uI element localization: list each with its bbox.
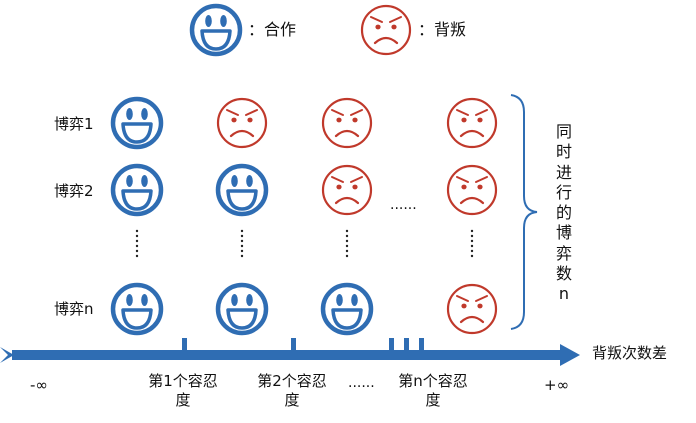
vertical-ellipsis-dot (345, 234, 349, 238)
axis-tick-2 (291, 338, 296, 352)
angry-face-icon (321, 97, 373, 149)
vertical-ellipsis-dot (345, 254, 349, 258)
angry-face-icon (446, 97, 498, 149)
brace-char: 时 (555, 142, 572, 162)
legend-cooperate-icon (192, 6, 240, 54)
face-grid (113, 97, 498, 335)
vertical-ellipsis-dot (135, 229, 139, 233)
vertical-ellipsis-dot (470, 254, 474, 258)
brace-char: 行 (555, 182, 572, 202)
vertical-ellipsis-dot (135, 239, 139, 243)
axis-tick-1 (182, 338, 187, 352)
brace-label: 同 时 进 行 的 博 弈 数 n (553, 122, 575, 305)
legend-defect-label: ：背叛 (418, 20, 467, 39)
vertical-ellipsis-dot (470, 239, 474, 243)
brace-char: n (558, 284, 570, 304)
vertical-ellipsis-dot (345, 229, 349, 233)
axis-tick-n-b (404, 338, 409, 352)
axis-label: 背叛次数差 (592, 344, 668, 362)
happy-face-icon (113, 166, 161, 214)
row-label-n: 博弈n (54, 300, 94, 318)
vertical-ellipsis-dot (345, 239, 349, 243)
angry-face-icon (216, 97, 268, 149)
vertical-ellipsis-dot (345, 244, 349, 248)
vertical-ellipsis-dot (240, 234, 244, 238)
vertical-ellipsis-dot (240, 239, 244, 243)
axis (0, 338, 580, 366)
vertical-ellipsis-dot (240, 254, 244, 258)
brace-char: 弈 (555, 243, 572, 263)
vertical-ellipsis-dot (470, 229, 474, 233)
vertical-ellipsis-dot (135, 249, 139, 253)
axis-tick-n-a (389, 338, 394, 352)
vertical-ellipsis-dot (470, 249, 474, 253)
brace-char: 数 (555, 264, 572, 284)
axis-min-label: -∞ (30, 376, 48, 394)
vertical-ellipsis-dot (135, 234, 139, 238)
tick-label-1: 第1个容忍度 (148, 372, 218, 409)
legend-cooperate-label: ：合作 (248, 20, 297, 39)
brace-char: 的 (555, 203, 572, 223)
axis-left-notch (0, 347, 14, 363)
angry-face-icon (321, 164, 373, 216)
angry-face-icon (446, 283, 498, 335)
brace-char: 进 (555, 162, 572, 182)
vertical-ellipsis-dot (135, 244, 139, 248)
row-label-1: 博弈1 (54, 115, 94, 133)
happy-face-icon (218, 166, 266, 214)
vertical-ellipsis-group (135, 229, 474, 258)
vertical-ellipsis-dot (135, 254, 139, 258)
vertical-ellipsis-dot (240, 229, 244, 233)
vertical-ellipsis-dot (240, 244, 244, 248)
axis-arrowhead-icon (560, 344, 580, 366)
vertical-ellipsis-dot (240, 249, 244, 253)
legend-defect-icon (360, 4, 412, 56)
row-label-2: 博弈2 (54, 182, 94, 200)
tick-label-n: 第n个容忍度 (398, 372, 468, 409)
happy-face-icon (113, 285, 161, 333)
brace-char: 博 (555, 223, 572, 243)
vertical-ellipsis-dot (345, 249, 349, 253)
right-brace (510, 94, 538, 330)
axis-max-label: +∞ (544, 376, 570, 394)
tick-label-2: 第2个容忍度 (257, 372, 327, 409)
angry-face-icon (446, 164, 498, 216)
happy-face-icon (323, 285, 371, 333)
happy-face-icon (218, 285, 266, 333)
axis-tick-n-c (419, 338, 424, 352)
happy-face-icon (113, 99, 161, 147)
brace-char: 同 (555, 122, 572, 141)
vertical-ellipsis-dot (470, 234, 474, 238)
axis-ellipsis: ...... (348, 375, 375, 391)
vertical-ellipsis-dot (470, 244, 474, 248)
middle-ellipsis: ...... (390, 197, 417, 213)
